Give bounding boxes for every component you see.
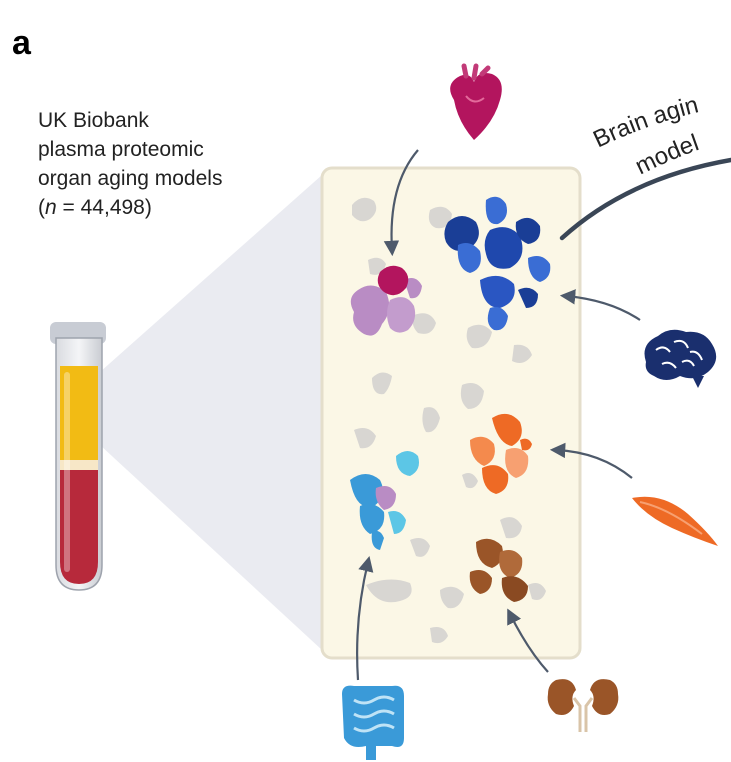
heart-icon (450, 63, 502, 140)
intestine-icon (342, 685, 404, 760)
zoom-wedge (100, 175, 322, 650)
brain-icon (644, 329, 717, 388)
heart-arrow (383, 149, 419, 257)
arrows (356, 149, 641, 681)
plasma-layer (60, 366, 98, 462)
intestine-arrow (356, 556, 374, 681)
caption-line-1: UK Biobank (38, 109, 149, 132)
background-proteins (352, 197, 546, 644)
brain-label-line-2: model (631, 129, 702, 180)
muscle-protein-cluster (470, 413, 532, 494)
kidney-arrow (507, 608, 549, 673)
caption-n-value: = 44,498) (56, 196, 152, 219)
brain-protein-cluster (444, 196, 551, 331)
caption-line-3: organ aging models (38, 167, 223, 190)
caption-n-open: ( (38, 196, 45, 219)
brain-arrow (559, 289, 641, 321)
brain-model-arrow (559, 157, 731, 241)
kidney-icon (547, 679, 619, 732)
intestine-protein-cluster (350, 451, 419, 550)
caption-line-2: plasma proteomic (38, 138, 204, 161)
muscle-icon (632, 496, 718, 546)
muscle-arrow (549, 442, 633, 479)
caption-line-4: (n = 44,498) (38, 193, 222, 222)
panel-letter: a (12, 24, 31, 62)
heart-protein-cluster (350, 265, 422, 336)
caption: UK Biobank plasma proteomic organ aging … (38, 106, 222, 222)
blood-layer (60, 470, 98, 584)
caption-n-symbol: n (45, 196, 57, 219)
kidney-protein-cluster (469, 538, 528, 602)
blood-tube (50, 322, 106, 591)
